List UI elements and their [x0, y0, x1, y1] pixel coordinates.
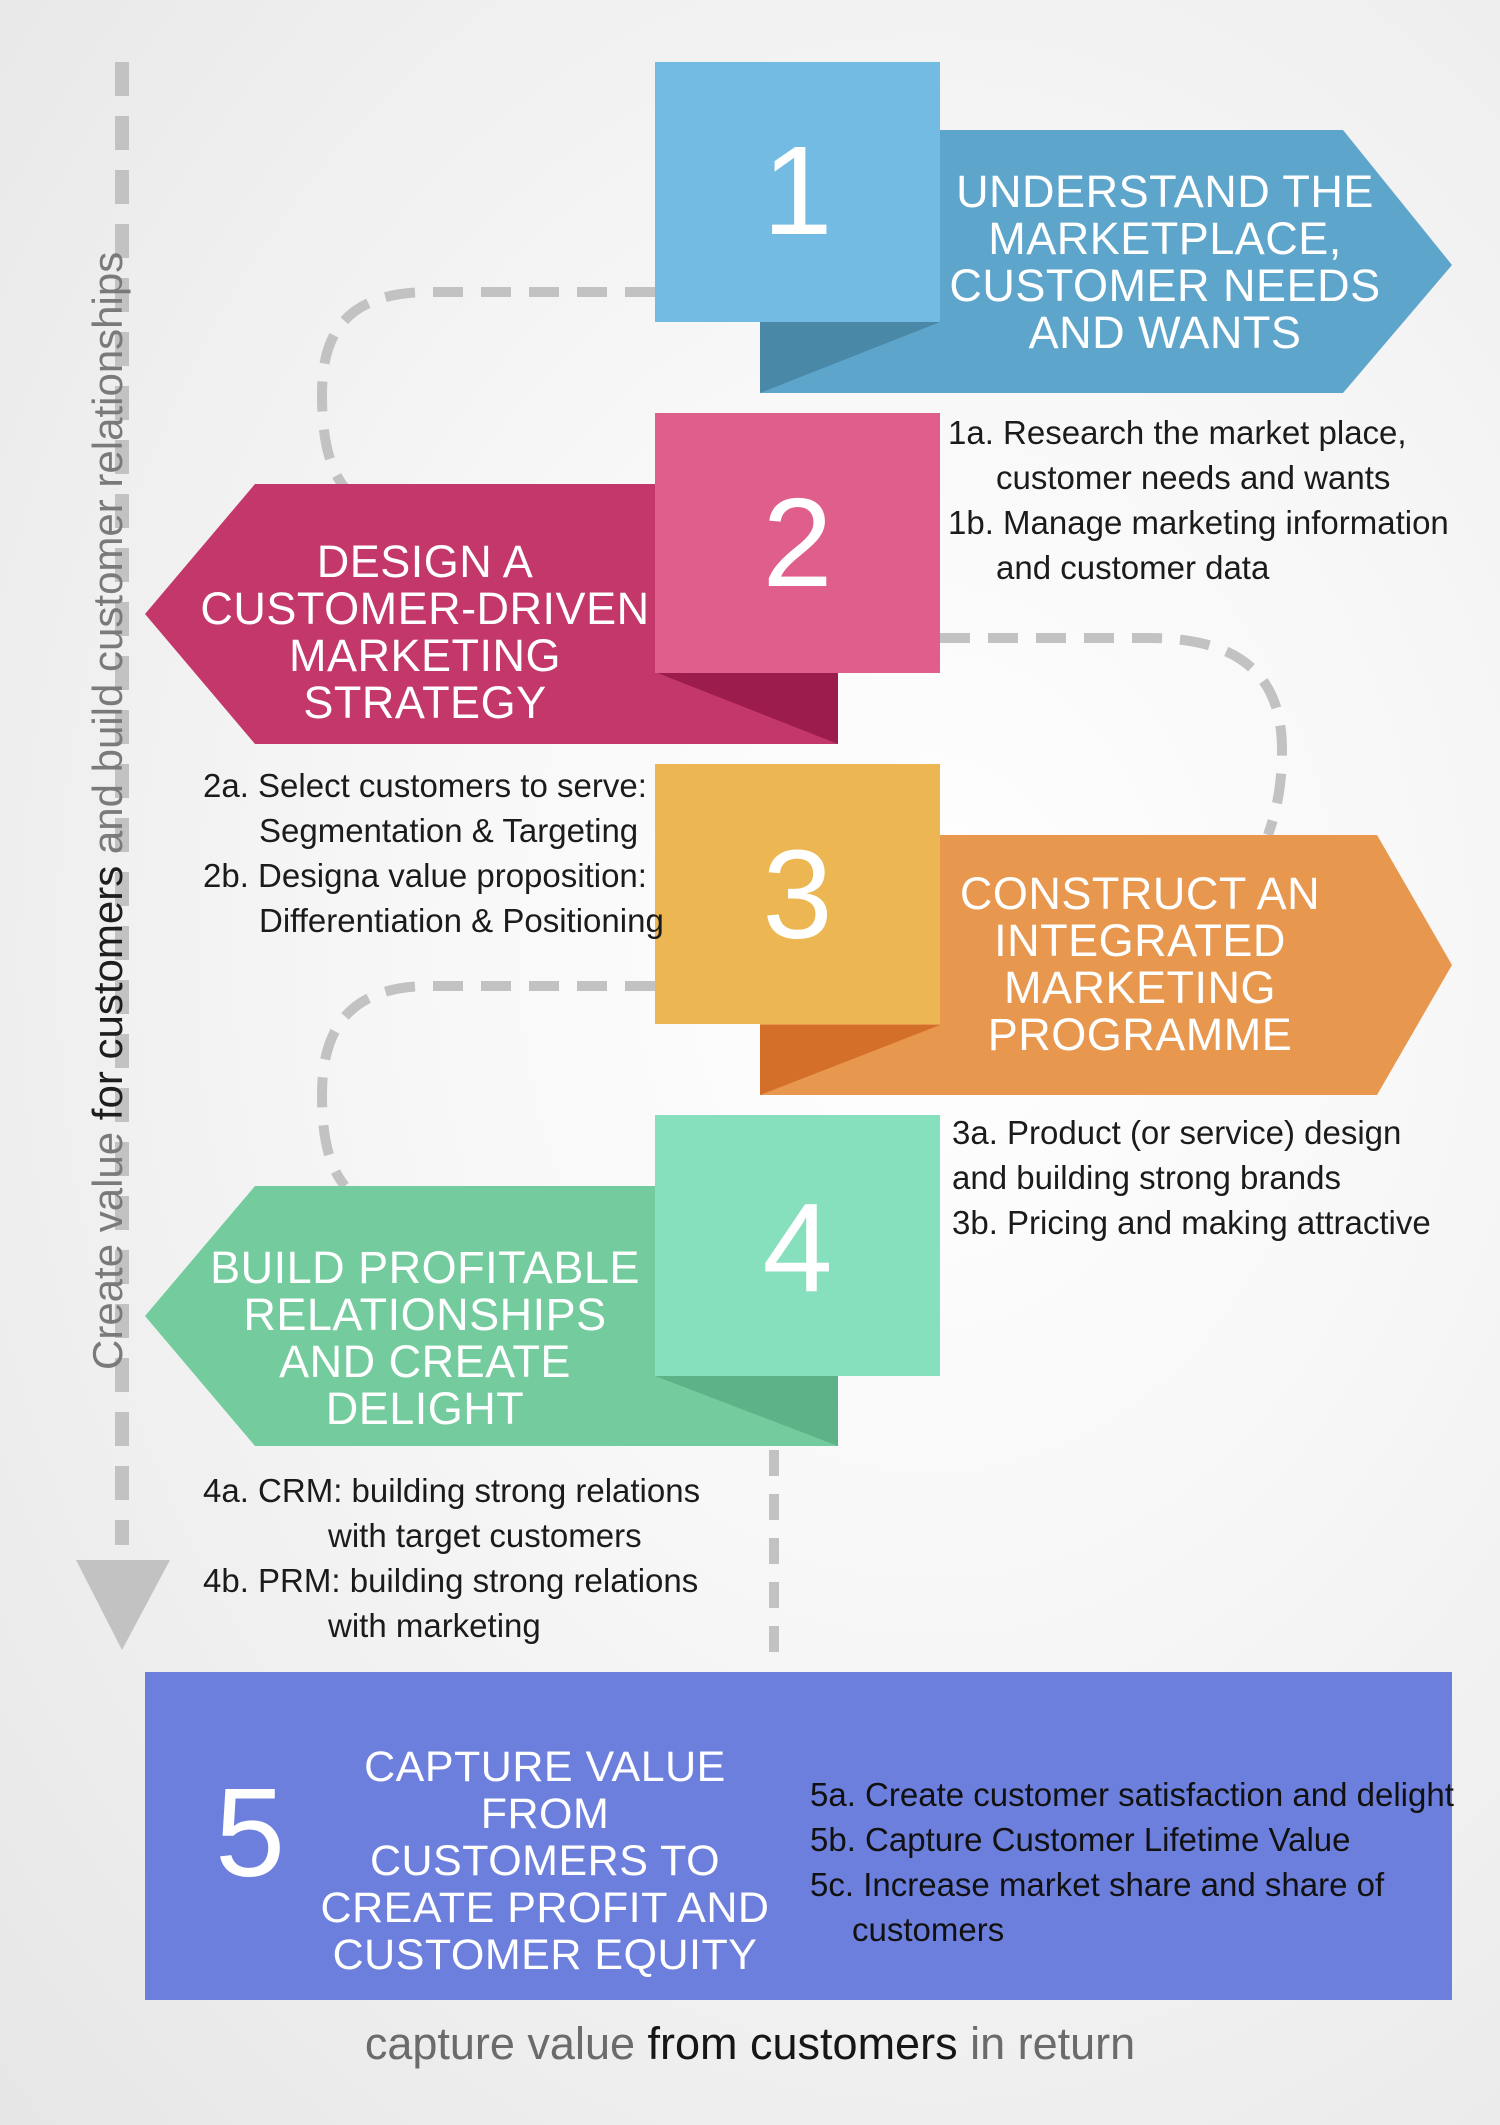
step-3-heading-line: CONSTRUCT AN — [959, 868, 1321, 919]
note-line: Select customers to serve: — [258, 767, 647, 804]
note-label: 3a. — [952, 1114, 998, 1151]
note-label: 5b. — [810, 1821, 856, 1858]
step-1-number: 1 — [762, 120, 833, 261]
step-2-heading-line: CUSTOMER-DRIVEN — [200, 583, 650, 634]
step-3-heading-line: PROGRAMME — [987, 1009, 1293, 1060]
bottom-caption-part2: from customers — [647, 2018, 958, 2069]
note-3a: 3a. Product (or service) design — [952, 1110, 1431, 1155]
note-4a-cont: with target customers — [328, 1517, 642, 1554]
note-line: Capture Customer Lifetime Value — [865, 1821, 1351, 1858]
step-1-heading: UNDERSTAND THE MARKETPLACE, CUSTOMER NEE… — [940, 168, 1390, 356]
step-2-number: 2 — [762, 472, 833, 613]
note-label: 1b. — [948, 504, 994, 541]
connector-1-2 — [316, 287, 655, 492]
note-5a: 5a. Create customer satisfaction and del… — [810, 1772, 1454, 1817]
step-1-notes: 1a. Research the market place, customer … — [948, 410, 1449, 590]
step-5-heading: CAPTURE VALUE FROM CUSTOMERS TO CREATE P… — [305, 1744, 785, 1979]
bottom-caption-part1: capture value — [364, 2018, 648, 2069]
step-3-square — [655, 764, 940, 1024]
note-line: Create customer satisfaction and delight — [865, 1776, 1454, 1813]
note-label: 5c. — [810, 1866, 855, 1903]
note-4b: 4b. PRM: building strong relations — [203, 1558, 700, 1603]
note-5c-cont: customers — [852, 1911, 1005, 1948]
note-line: CRM: building strong relations — [258, 1472, 701, 1509]
note-2b: 2b. Designa value proposition: — [203, 853, 664, 898]
step-2-square — [655, 413, 940, 673]
step-1-heading-line: AND WANTS — [1028, 307, 1302, 358]
note-5b: 5b. Capture Customer Lifetime Value — [810, 1817, 1454, 1862]
step-3-number: 3 — [762, 824, 833, 965]
note-2b-cont: Differentiation & Positioning — [259, 902, 664, 939]
bottom-caption-part3: in return — [957, 2018, 1136, 2069]
step-3-heading: CONSTRUCT AN INTEGRATED MARKETING PROGRA… — [945, 870, 1335, 1058]
step-4-heading: BUILD PROFITABLE RELATIONSHIPS AND CREAT… — [175, 1244, 675, 1432]
connector-3-4 — [316, 981, 655, 1190]
note-line: Product (or service) design — [1007, 1114, 1402, 1151]
note-line: PRM: building strong relations — [258, 1562, 699, 1599]
left-caption: Create value for customers and build cus… — [84, 252, 132, 1370]
step-4-number: 4 — [762, 1177, 833, 1318]
note-label: 4a. — [203, 1472, 249, 1509]
note-label: 5a. — [810, 1776, 856, 1813]
main-flow-arrowhead — [76, 1560, 170, 1650]
step-4-heading-line: BUILD PROFITABLE — [210, 1242, 640, 1293]
note-1a-cont: customer needs and wants — [996, 459, 1391, 496]
note-line: Increase market share and share of — [863, 1866, 1385, 1903]
note-2a: 2a. Select customers to serve: — [203, 763, 664, 808]
step-5-heading-line: CUSTOMER EQUITY — [332, 1931, 758, 1979]
step-5-panel — [145, 1672, 1452, 2000]
step-2-heading: DESIGN A CUSTOMER-DRIVEN MARKETING STRAT… — [175, 538, 675, 726]
note-label: 2a. — [203, 767, 249, 804]
note-4a: 4a. CRM: building strong relations — [203, 1468, 700, 1513]
step-1-fold — [760, 322, 940, 393]
note-line: Designa value proposition: — [258, 857, 647, 894]
step-1-square — [655, 62, 940, 322]
step-2-heading-line: DESIGN A — [316, 536, 534, 587]
step-3-notes: 3a. Product (or service) design and buil… — [952, 1110, 1431, 1245]
step-2-fold — [655, 672, 838, 744]
step-3-heading-line: MARKETING — [1003, 962, 1277, 1013]
step-5-heading-line: CAPTURE VALUE FROM — [364, 1743, 726, 1838]
step-3-heading-line: INTEGRATED — [994, 915, 1286, 966]
note-1a: 1a. Research the market place, — [948, 410, 1449, 455]
step-5-heading-line: CREATE PROFIT AND — [320, 1884, 770, 1932]
left-caption-part3: and build customer relationships — [84, 251, 131, 866]
note-2a-cont: Segmentation & Targeting — [259, 812, 639, 849]
step-1-heading-line: UNDERSTAND THE — [956, 166, 1374, 217]
step-1-heading-line: CUSTOMER NEEDS — [949, 260, 1381, 311]
note-label: 2b. — [203, 857, 249, 894]
note-label: 3b. — [952, 1204, 998, 1241]
step-1-heading-line: MARKETPLACE, — [988, 213, 1342, 264]
note-5c: 5c. Increase market share and share of — [810, 1862, 1454, 1907]
left-caption-part1: Create value — [84, 1120, 131, 1370]
step-4-notes: 4a. CRM: building strong relations with … — [203, 1468, 700, 1648]
note-line: Manage marketing information — [1003, 504, 1449, 541]
note-line: Pricing and making attractive — [1007, 1204, 1431, 1241]
note-line: Research the market place, — [1003, 414, 1407, 451]
note-1b-cont: and customer data — [996, 549, 1270, 586]
note-1b: 1b. Manage marketing information — [948, 500, 1449, 545]
step-4-heading-line: AND CREATE DELIGHT — [279, 1336, 571, 1434]
step-4-heading-line: RELATIONSHIPS — [243, 1289, 607, 1340]
step-5-notes: 5a. Create customer satisfaction and del… — [810, 1772, 1454, 1952]
step-3-fold — [760, 1025, 940, 1095]
step-2-notes: 2a. Select customers to serve: Segmentat… — [203, 763, 664, 943]
step-5-heading-line: CUSTOMERS TO — [369, 1837, 721, 1885]
note-3a-cont: and building strong brands — [952, 1159, 1341, 1196]
note-label: 1a. — [948, 414, 994, 451]
bottom-caption: capture value from customers in return — [0, 2018, 1500, 2070]
step-5-number: 5 — [214, 1762, 286, 1903]
note-3b: 3b. Pricing and making attractive — [952, 1200, 1431, 1245]
note-label: 4b. — [203, 1562, 249, 1599]
step-4-square — [655, 1115, 940, 1376]
step-2-heading-line: MARKETING STRATEGY — [288, 630, 562, 728]
left-caption-part2: for customers — [84, 865, 131, 1121]
connector-2-3 — [940, 633, 1288, 837]
note-4b-cont: with marketing — [328, 1607, 541, 1644]
step-4-fold — [655, 1376, 838, 1446]
